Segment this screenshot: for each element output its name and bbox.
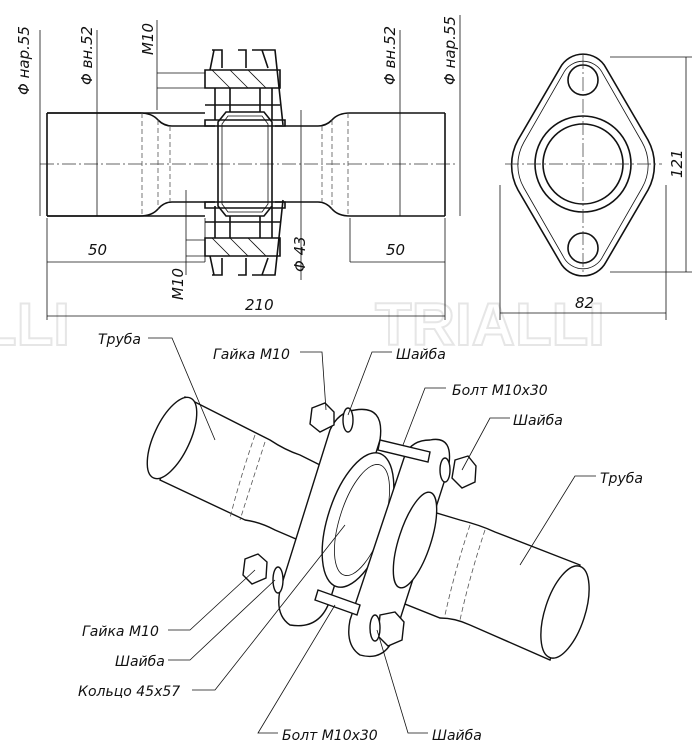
dim-outer-right: Φ нар.55 [441, 16, 459, 85]
isometric-view: Труба Гайка M10 Шайба Болт M10x30 Шайба … [78, 332, 643, 744]
dim-inner-left: Φ вн.52 [78, 26, 96, 85]
washer-right-icon [439, 457, 451, 483]
dim-neck: Φ 43 [291, 236, 309, 272]
dim-left-len: 50 [88, 241, 107, 259]
nut-right-icon [451, 455, 477, 489]
label-pipe-right: Труба [600, 471, 643, 487]
label-ring: Кольцо 45x57 [78, 684, 180, 700]
dim-flange-height: 121 [668, 149, 686, 178]
label-washer-bottom-right: Шайба [432, 728, 482, 744]
washer-bottom-right-icon [369, 614, 381, 642]
label-washer-top: Шайба [396, 347, 446, 363]
dim-bolt-bottom: M10 [169, 268, 187, 300]
dim-bolt-top: M10 [139, 23, 157, 55]
flange-front-view: 121 82 [499, 53, 692, 320]
label-nut-top: Гайка M10 [213, 347, 290, 363]
svg-text:LLI: LLI [0, 291, 70, 358]
svg-text:TRIALLI: TRIALLI [375, 291, 605, 358]
nut-bottom-icon [242, 553, 268, 585]
label-pipe-left: Труба [98, 332, 141, 348]
dim-inner-right: Φ вн.52 [381, 26, 399, 85]
dim-outer-left: Φ нар.55 [15, 26, 33, 95]
side-section-view: Φ нар.55 Φ вн.52 M10 M10 Φ 43 Φ вн.52 Φ … [15, 15, 461, 320]
watermark: LLI TRIALLI [0, 290, 606, 548]
washer-bottom-icon [272, 566, 284, 594]
label-nut-bottom: Гайка M10 [82, 624, 159, 640]
label-bolt-bottom: Болт M10x30 [282, 728, 378, 744]
dim-total-len: 210 [245, 296, 274, 314]
nut-top-icon [309, 402, 335, 433]
dim-flange-width: 82 [575, 294, 594, 312]
label-washer-right: Шайба [513, 413, 563, 429]
label-bolt-top: Болт M10x30 [452, 383, 548, 399]
label-washer-bottom: Шайба [115, 654, 165, 670]
dim-right-len: 50 [386, 241, 405, 259]
washer-top-icon [342, 407, 354, 433]
